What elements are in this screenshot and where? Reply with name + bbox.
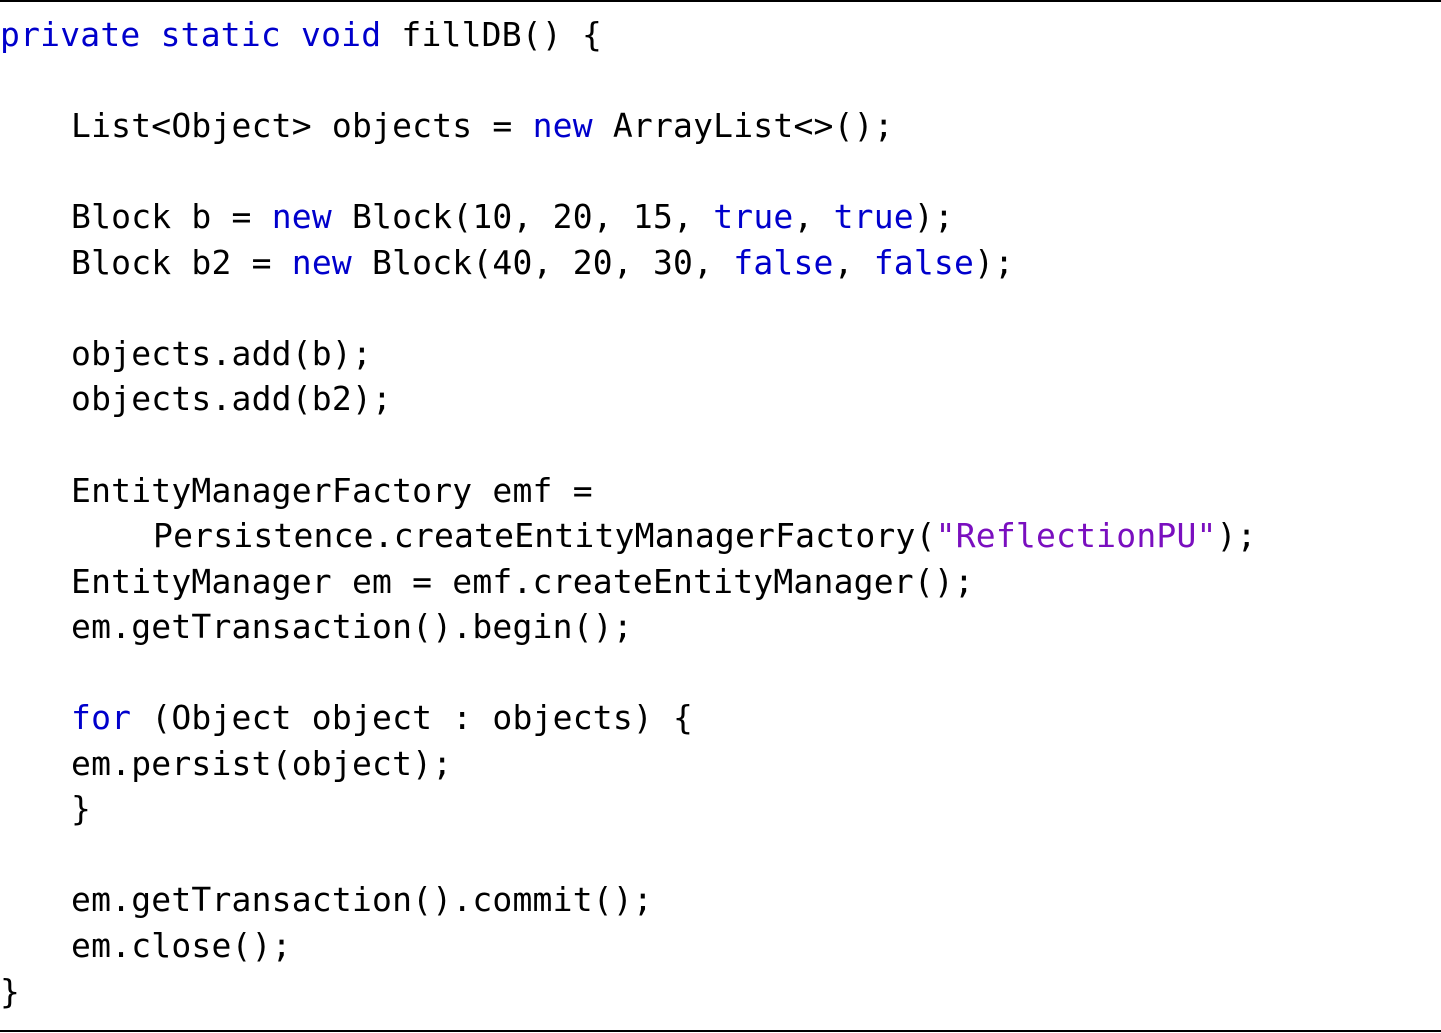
- code-token: em.getTransaction().begin();: [71, 607, 633, 647]
- code-token: [140, 15, 160, 54]
- code-token: ,: [793, 197, 834, 237]
- code-line: EntityManagerFactory emf =: [71, 468, 593, 514]
- code-line: Block b = new Block(10, 20, 15, true, tr…: [71, 194, 954, 240]
- code-line: for (Object object : objects) {: [71, 695, 693, 741]
- code-token: Block b =: [71, 197, 272, 237]
- code-token: Persistence.createEntityManagerFactory(: [153, 516, 936, 556]
- code-token: }: [0, 971, 21, 1011]
- code-token: ArrayList<>();: [592, 106, 894, 146]
- code-string-literal: "ReflectionPU": [935, 516, 1217, 556]
- code-token: objects.add(b2);: [71, 379, 393, 419]
- code-token: ,: [833, 242, 874, 282]
- code-token: [281, 15, 301, 54]
- code-line: EntityManager em = emf.createEntityManag…: [71, 559, 974, 605]
- code-keyword: true: [713, 197, 794, 237]
- code-token: objects.add(b);: [71, 333, 373, 373]
- code-keyword: private: [0, 15, 141, 54]
- code-token: em.persist(object);: [71, 743, 453, 783]
- code-token: );: [1216, 516, 1257, 556]
- top-rule: [0, 0, 1441, 2]
- code-line: private static void fillDB() {: [0, 12, 602, 58]
- code-line: objects.add(b);: [71, 331, 372, 377]
- code-token: EntityManagerFactory emf =: [71, 470, 593, 510]
- code-line: em.close();: [71, 923, 292, 969]
- code-keyword: new: [532, 106, 593, 146]
- code-line: em.persist(object);: [71, 741, 452, 787]
- code-token: em.close();: [71, 926, 292, 965]
- code-line: em.getTransaction().begin();: [71, 604, 633, 650]
- code-line: Block b2 = new Block(40, 20, 30, false, …: [71, 240, 1014, 286]
- code-token: (Object object : objects) {: [131, 698, 694, 738]
- code-token: Block(40, 20, 30,: [351, 242, 734, 282]
- code-token: }: [71, 789, 92, 829]
- code-line: }: [71, 786, 91, 832]
- code-keyword: true: [833, 197, 914, 237]
- code-token: );: [913, 197, 955, 237]
- code-line: List<Object> objects = new ArrayList<>()…: [71, 103, 894, 149]
- code-keyword: false: [873, 242, 975, 282]
- code-token: List<Object> objects =: [71, 106, 533, 146]
- code-keyword: for: [71, 698, 132, 738]
- code-keyword: new: [271, 197, 332, 237]
- code-keyword: void: [301, 15, 382, 54]
- code-token: );: [974, 242, 1015, 282]
- code-token: em.getTransaction().commit();: [71, 880, 653, 920]
- code-token: EntityManager em = emf.createEntityManag…: [71, 561, 975, 601]
- code-token: fillDB() {: [381, 15, 603, 54]
- code-keyword: static: [160, 15, 281, 54]
- code-line: objects.add(b2);: [71, 376, 392, 422]
- code-line: }: [0, 969, 20, 1015]
- code-keyword: false: [733, 242, 834, 282]
- code-line: Persistence.createEntityManagerFactory("…: [153, 513, 1257, 559]
- code-keyword: new: [291, 242, 352, 282]
- code-line: em.getTransaction().commit();: [71, 877, 653, 923]
- bottom-rule: [0, 1030, 1441, 1032]
- code-token: Block b2 =: [71, 242, 292, 282]
- code-token: Block(10, 20, 15,: [331, 197, 714, 237]
